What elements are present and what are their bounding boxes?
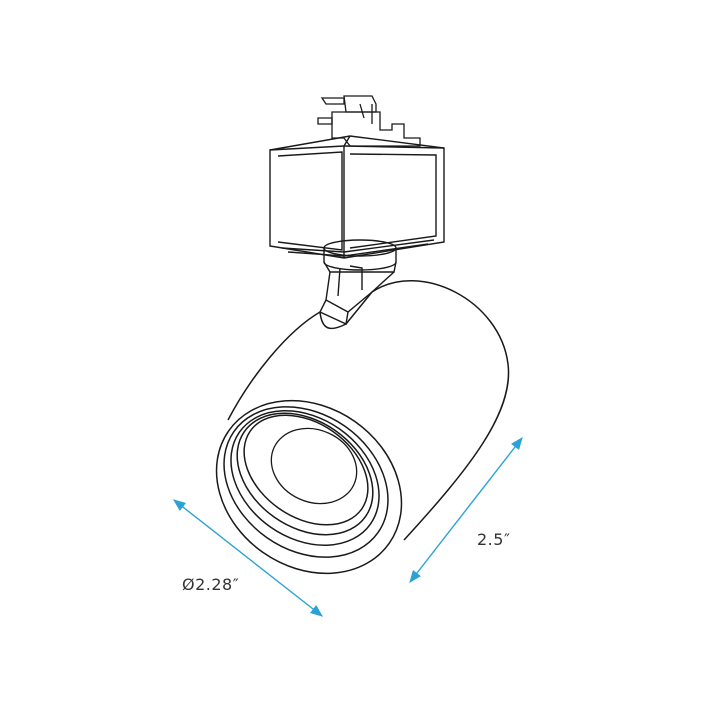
- track-adapter-box: [269, 135, 445, 259]
- dimension-lines: [173, 437, 523, 617]
- swivel-neck: [319, 239, 397, 326]
- dim-diameter-line: [173, 499, 323, 617]
- track-adapter-pins: [317, 95, 421, 147]
- front-face: [215, 399, 403, 575]
- dim-length-line: [409, 437, 523, 583]
- dim-length-label: 2.5″: [477, 530, 511, 549]
- dim-diameter-label: Ø2.28″: [182, 575, 240, 594]
